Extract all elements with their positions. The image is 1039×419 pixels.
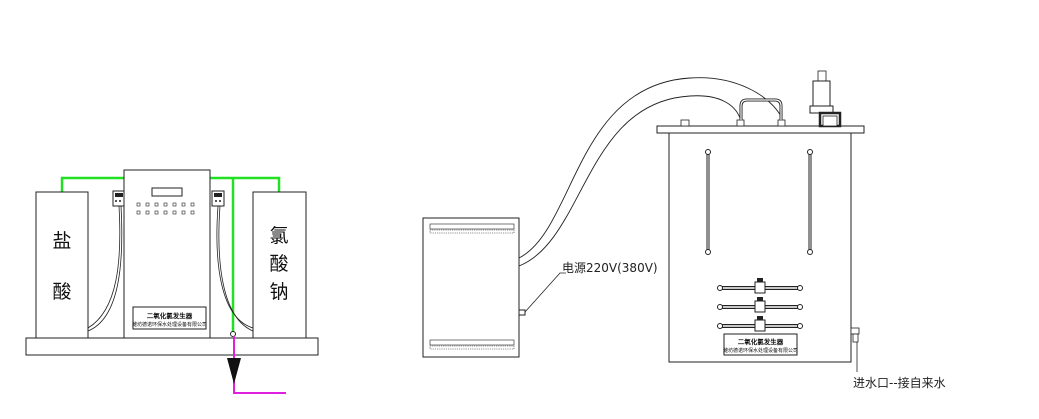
power-label: 电源220V(380V) <box>562 261 658 275</box>
dosing-pump-left <box>112 190 126 207</box>
tank-right-char-2: 酸 <box>269 253 288 275</box>
vent-strip-top <box>429 223 515 234</box>
left-nameplate <box>132 306 207 330</box>
power-connector <box>518 309 526 316</box>
right-nameplate-title: 二氧化氯发生器 <box>738 337 784 346</box>
tank-right-char-1: 氯 <box>269 225 288 247</box>
tank-left-char-2: 酸 <box>52 281 71 303</box>
inlet-label: 进水口--接自来水 <box>853 375 946 390</box>
tank-hydrochloric-acid <box>35 191 89 339</box>
outlet-pipe-magenta <box>233 336 286 394</box>
pump-tubes <box>87 205 254 332</box>
left-base-platform <box>25 337 319 356</box>
level-gauge-left <box>705 149 711 255</box>
right-nameplate-subtitle: 潍坊德诺环保水处理设备有限公司 <box>723 347 798 354</box>
dosing-pump-right <box>211 190 225 207</box>
level-gauge-right <box>807 149 813 255</box>
valve-pipe-1 <box>717 278 803 294</box>
tank-sodium-chlorate <box>252 191 307 339</box>
control-cables <box>518 77 783 267</box>
vent-strip-bottom <box>429 339 515 350</box>
motor-assembly <box>809 70 842 128</box>
control-panel-buttons <box>136 202 195 215</box>
outlet-valve <box>230 331 236 337</box>
water-inlet-fitting <box>850 327 860 343</box>
tank-right-char-3: 钠 <box>269 281 288 303</box>
left-nameplate-title: 二氧化氯发生器 <box>147 311 193 320</box>
lid-loop-pipe <box>739 98 783 120</box>
valve-pipe-3 <box>717 316 803 332</box>
valve-pipe-2 <box>717 297 803 313</box>
tank-left-char-1: 盐 <box>52 230 71 252</box>
lid-fittings <box>680 119 786 127</box>
power-control-box <box>422 217 520 358</box>
left-nameplate-subtitle: 潍坊德诺环保水处理设备有限公司 <box>132 321 207 328</box>
control-panel-display <box>151 187 183 197</box>
outlet-arrow <box>227 358 241 384</box>
right-nameplate <box>723 333 798 356</box>
power-label-leader <box>524 272 566 313</box>
